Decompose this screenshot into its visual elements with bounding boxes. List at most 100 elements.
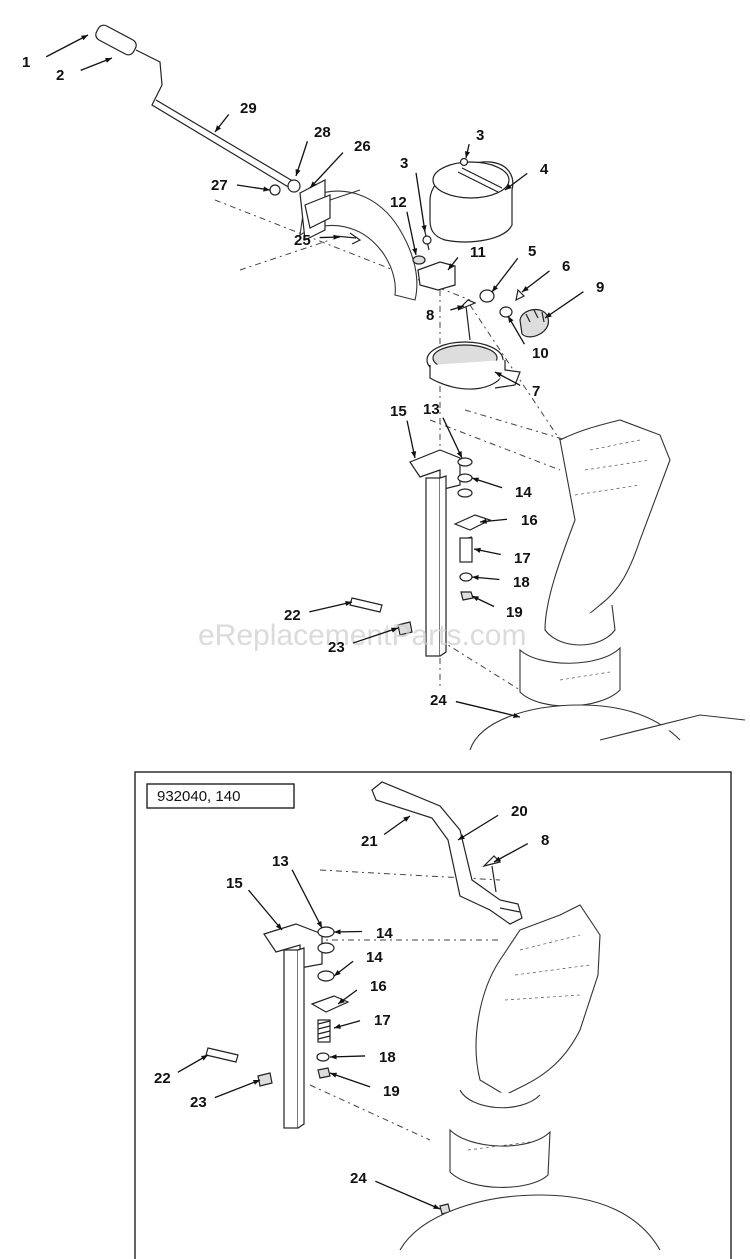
inset-leader-10 [329,1072,371,1088]
main-leader-26 [352,627,399,644]
main-arrowhead-27 [513,712,520,718]
main-callout-9: 9 [596,279,604,296]
main-arrowhead-23 [472,575,479,581]
main-arrowhead-3 [295,169,301,176]
inset-arrowhead-4 [316,921,322,928]
main-callout-15: 15 [390,403,407,420]
inset-chute [399,904,661,1251]
main-callout-11: 11 [470,244,486,261]
inset-arrowhead-13 [433,1204,440,1209]
main-arrowhead-9 [421,225,427,232]
main-arrowhead-1 [105,57,112,63]
main-arrowhead-8 [505,184,512,190]
inset-leader-3 [247,889,283,931]
inset-callout-17: 17 [374,1012,391,1029]
inset-arrowhead-5 [334,929,341,935]
inset-callout-14: 14 [376,925,393,942]
main-callout-28: 28 [314,124,331,141]
inset-arrowhead-8 [334,1023,341,1029]
main-callout-13: 13 [423,401,440,418]
hardware-stack [453,457,492,601]
main-arrowhead-19 [456,451,462,458]
main-arrowhead-7 [464,151,470,158]
support-rail [409,449,461,657]
inset-hex-bolt [205,1047,239,1063]
main-arrowhead-21 [480,518,487,524]
support-bracket [269,179,362,245]
main-callout-22: 22 [284,607,301,624]
inset-label: 932040, 140 [157,788,240,805]
inset-callout-13: 13 [272,853,289,870]
main-arrowhead-25 [345,600,352,606]
inset-callout-14: 14 [366,949,383,966]
inset-arrowhead-1 [458,834,465,840]
main-arrowhead-17 [495,372,502,378]
inset-callout-8: 8 [541,832,549,849]
inset-arrowhead-2 [494,856,501,862]
main-callout-27: 27 [211,177,228,194]
main-arrowhead-2 [215,125,222,132]
main-arrowhead-13 [522,285,529,292]
main-leader-27 [455,700,521,718]
main-callout-3: 3 [476,127,484,144]
small-bracket [417,261,456,291]
main-callout-18: 18 [513,574,530,591]
gear-assembly [479,288,549,338]
main-leader-14 [544,291,584,319]
main-callout-26: 26 [354,138,371,155]
main-callout-16: 16 [521,512,538,529]
main-arrowhead-24 [472,596,479,602]
inset-callout-16: 16 [370,978,387,995]
main-arrowhead-5 [263,186,270,192]
main-arrowhead-11 [448,263,455,270]
discharge-chute [469,419,746,751]
main-callout-7: 7 [532,383,540,400]
hex-bolt [349,597,383,613]
main-arrowhead-10 [412,248,418,255]
main-callout-8: 8 [426,307,434,324]
crank-handle [95,24,297,189]
callout-leaders [45,34,584,1210]
inset-handle [371,781,523,925]
main-callout-1: 1 [22,54,30,71]
main-callout-29: 29 [240,100,257,117]
watermark: eReplacementParts.com [198,619,526,652]
inset-arrowhead-3 [275,923,282,930]
main-callout-23: 23 [328,639,345,656]
main-arrowhead-14 [545,312,552,318]
inset-callout-18: 18 [379,1049,396,1066]
main-arrowhead-26 [391,627,398,633]
main-arrowhead-18 [411,451,417,458]
inset-callout-20: 20 [511,803,528,820]
main-leader-0 [45,34,89,58]
main-arrowhead-16 [508,316,514,323]
inset-callout-19: 19 [383,1083,400,1100]
main-arrowhead-6 [333,234,340,240]
main-callout-3: 3 [400,155,408,172]
main-callout-10: 10 [532,345,549,362]
inset-arrowhead-6 [334,969,341,976]
inset-leader-4 [291,869,323,929]
main-leader-4 [309,152,344,189]
inset-arrowhead-12 [253,1079,260,1085]
inset-callout-22: 22 [154,1070,171,1087]
inset-leader-1 [457,814,499,841]
main-callout-17: 17 [514,550,531,567]
inset-callout-21: 21 [361,833,378,850]
carriage-bolt [457,299,477,341]
inset-leader-13 [375,1180,441,1210]
inset-arrowhead-0 [403,816,410,822]
main-arrowhead-12 [492,285,498,292]
chute-cap [429,157,514,243]
inset-arrowhead-11 [201,1055,208,1061]
inset-arrowhead-7 [338,998,345,1004]
main-leader-19 [442,417,463,459]
main-leader-9 [415,172,426,233]
inset-callout-15: 15 [226,875,243,892]
main-leader-10 [406,211,417,256]
main-callout-6: 6 [562,258,570,275]
main-callout-24: 24 [430,692,447,709]
main-callout-14: 14 [515,484,532,501]
